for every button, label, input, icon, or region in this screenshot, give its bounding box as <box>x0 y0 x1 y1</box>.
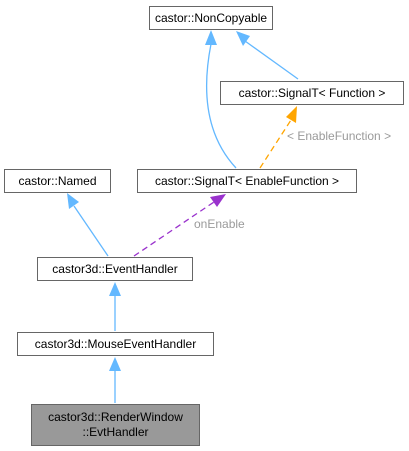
edge-arrowhead-named <box>67 193 79 209</box>
node-named[interactable]: castor::Named <box>4 169 111 193</box>
node-noncopyable-label: castor::NonCopyable <box>154 11 268 25</box>
node-noncopyable[interactable]: castor::NonCopyable <box>149 6 273 30</box>
node-mouse-event-handler[interactable]: castor3d::MouseEventHandler <box>17 332 214 356</box>
edge-arrowhead-usage <box>210 194 226 207</box>
node-mouse-event-handler-label: castor3d::MouseEventHandler <box>34 337 197 351</box>
edge-arrowhead-noncopyable-left <box>205 30 217 45</box>
node-render-window-label-line1: castor3d::RenderWindow <box>48 410 183 424</box>
edge-signal-function-to-noncopyable <box>244 40 299 80</box>
member-name-label: onEnable <box>194 217 245 231</box>
node-signal-enable[interactable]: castor::SignalT< EnableFunction > <box>137 169 357 193</box>
node-render-window-label-line2: ::EvtHandler <box>82 425 149 439</box>
edge-arrowhead-template <box>286 106 297 123</box>
edge-arrowhead-mouse <box>109 357 121 371</box>
node-named-label: castor::Named <box>18 174 97 188</box>
node-signal-function-label: castor::SignalT< Function > <box>238 86 386 100</box>
node-event-handler[interactable]: castor3d::EventHandler <box>37 257 193 281</box>
node-signal-function[interactable]: castor::SignalT< Function > <box>220 81 404 105</box>
edge-template-instance <box>259 119 292 169</box>
edge-usage-onenable <box>133 201 215 257</box>
node-signal-enable-label: castor::SignalT< EnableFunction > <box>154 174 340 188</box>
edge-signal-enable-to-noncopyable <box>205 43 237 169</box>
edge-arrowhead-eventhandler <box>109 282 121 296</box>
node-event-handler-label: castor3d::EventHandler <box>52 262 178 276</box>
edge-eventhandler-to-named <box>73 205 109 257</box>
node-render-window-evthandler: castor3d::RenderWindow ::EvtHandler <box>31 404 200 446</box>
edge-arrowhead-noncopyable-right <box>236 31 250 46</box>
template-argument-label: < EnableFunction > <box>287 129 391 143</box>
